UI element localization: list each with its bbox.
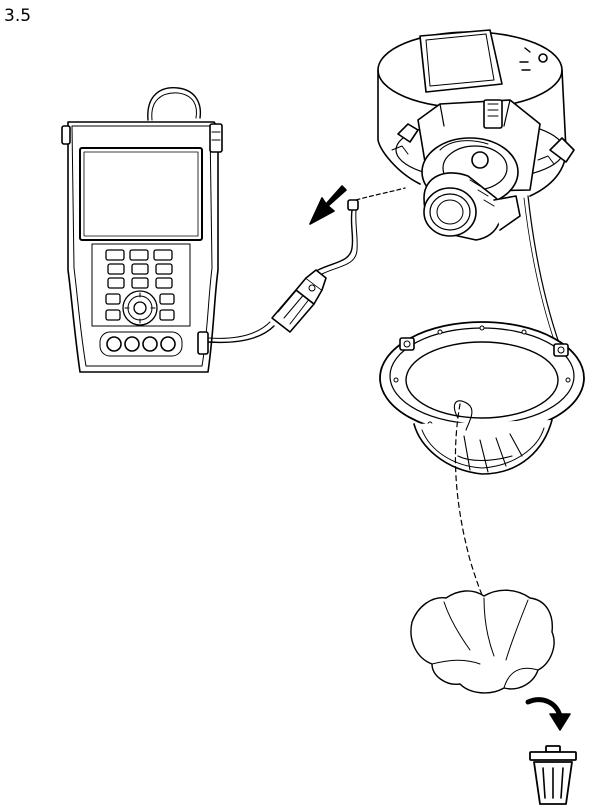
cable-plug-small — [348, 200, 358, 210]
tester-device — [62, 88, 222, 372]
test-cable — [208, 210, 357, 342]
tester-keypad — [106, 250, 174, 325]
curved-arrow-icon — [528, 700, 570, 730]
tester-bottom-buttons — [107, 337, 175, 351]
step-number: 3.5 — [4, 6, 32, 26]
camera-dome-base — [378, 30, 574, 206]
dome-cover — [380, 322, 584, 474]
tester-screen — [80, 148, 202, 240]
dashed-connection-line — [356, 188, 405, 200]
safety-cord — [528, 196, 560, 346]
film-removal-path — [455, 404, 484, 600]
camera-lens — [424, 173, 520, 240]
protective-film — [411, 590, 554, 693]
film-on-dome — [454, 401, 522, 472]
arrow-down-left-icon — [310, 186, 346, 224]
bnc-connector — [272, 270, 326, 332]
trash-can-icon — [530, 746, 576, 804]
